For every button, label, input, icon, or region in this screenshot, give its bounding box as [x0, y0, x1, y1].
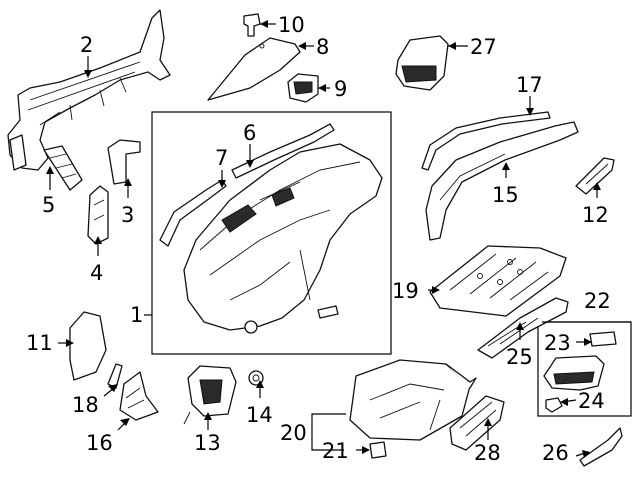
part-24-clip	[545, 397, 563, 413]
callout-22: 22	[584, 289, 611, 313]
callout-15: 15	[492, 183, 519, 207]
part-16-bracket	[119, 371, 159, 421]
callout-2: 2	[80, 33, 93, 57]
callout-27: 27	[470, 35, 497, 59]
callout-20: 20	[280, 421, 307, 445]
part-21-bracket	[369, 441, 387, 459]
part-5-brackets	[43, 145, 83, 191]
part-27-module	[395, 35, 449, 91]
callout-16: 16	[86, 431, 113, 455]
part-20-console-base	[349, 359, 477, 441]
callout-21: 21	[322, 439, 349, 463]
part-7-strip	[159, 179, 227, 247]
part-3-bracket	[107, 139, 141, 185]
callout-1: 1	[130, 303, 143, 327]
part-11-side-panel	[69, 311, 107, 381]
callout-17: 17	[516, 73, 543, 97]
part-28-module	[449, 395, 505, 451]
callout-19: 19	[392, 279, 419, 303]
callout-12: 12	[582, 203, 609, 227]
callout-23: 23	[544, 331, 571, 355]
callout-4: 4	[90, 261, 103, 285]
part-19-panel	[429, 245, 567, 317]
part-6-strip	[231, 123, 335, 179]
callout-26: 26	[542, 441, 569, 465]
callout-11: 11	[26, 331, 53, 355]
callout-13: 13	[194, 431, 221, 455]
part-2-cross-car-beam	[7, 9, 171, 171]
callout-9: 9	[334, 77, 347, 101]
part-23-lid	[589, 331, 617, 347]
instrument-panel-group-box	[151, 111, 392, 355]
part-22-storage-tray	[543, 355, 605, 391]
part-12-clip	[575, 157, 615, 195]
callout-10: 10	[278, 13, 305, 37]
callout-24: 24	[578, 389, 605, 413]
callout-3: 3	[121, 203, 134, 227]
callout-25: 25	[506, 345, 533, 369]
part-4-support	[87, 185, 109, 245]
callout-28: 28	[474, 441, 501, 465]
callout-14: 14	[246, 403, 273, 427]
part-15-trim	[425, 121, 579, 241]
part-8-trim-panel	[207, 37, 301, 101]
callout-7: 7	[215, 146, 228, 170]
callout-8: 8	[316, 35, 329, 59]
callout-5: 5	[42, 193, 55, 217]
callout-18: 18	[72, 393, 99, 417]
part-13-module	[183, 365, 237, 425]
arrowheads	[46, 20, 601, 458]
callout-labels: 2 3 4 5 6 7 8 9 10 27 17 15 12 19 25 22 …	[26, 13, 611, 465]
part-10-clip	[243, 13, 261, 37]
part-1-instrument-panel	[183, 143, 383, 334]
part-18-strip	[107, 363, 123, 389]
part-9-switch	[287, 73, 319, 103]
part-17-molding	[421, 111, 551, 171]
callout-6: 6	[243, 121, 256, 145]
part-26-trim-strip	[579, 427, 623, 467]
